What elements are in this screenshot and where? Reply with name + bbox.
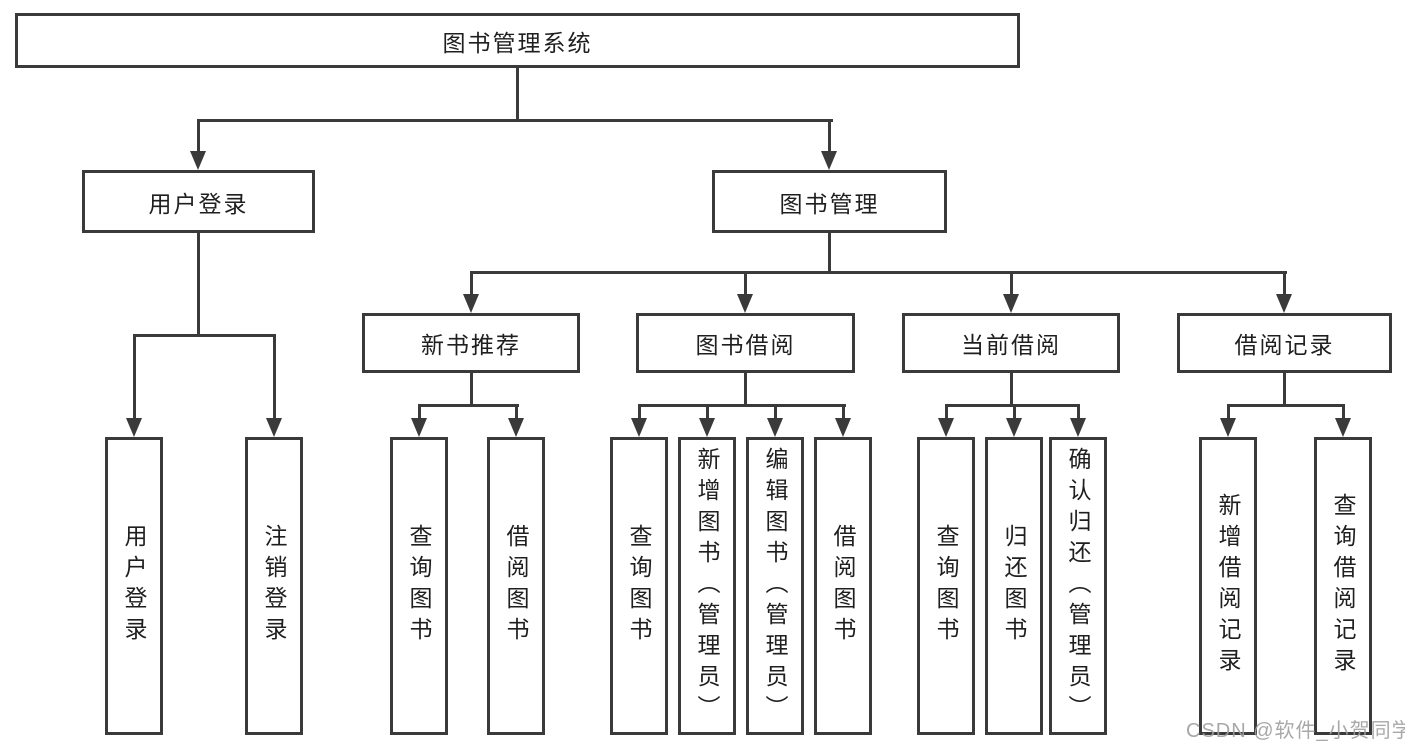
leaf-borrowing-borrow-books: 借阅图书 bbox=[814, 437, 872, 735]
connector-line bbox=[743, 271, 747, 297]
connector-line bbox=[515, 68, 519, 121]
connector-line bbox=[827, 119, 831, 153]
arrow-down-icon bbox=[411, 418, 427, 437]
node-book-management-label: 图书管理 bbox=[779, 190, 880, 217]
connector-line bbox=[827, 233, 831, 274]
node-borrowing-records: 借阅记录 bbox=[1177, 313, 1392, 373]
connector-line bbox=[417, 404, 421, 421]
node-book-borrowing: 图书借阅 bbox=[636, 313, 855, 373]
connector-line bbox=[944, 404, 1080, 407]
connector-line bbox=[196, 119, 200, 153]
connector-line bbox=[1009, 271, 1013, 297]
arrow-down-icon bbox=[1070, 418, 1086, 437]
connector-line bbox=[637, 404, 846, 407]
connector-line bbox=[132, 334, 276, 337]
arrow-down-icon bbox=[938, 418, 954, 437]
arrow-down-icon bbox=[1006, 418, 1022, 437]
arrow-down-icon bbox=[508, 418, 524, 437]
arrow-down-icon bbox=[699, 418, 715, 437]
connector-line bbox=[1282, 373, 1286, 406]
arrow-down-icon bbox=[266, 418, 282, 437]
connector-line bbox=[773, 404, 777, 421]
arrow-down-icon bbox=[821, 151, 837, 170]
arrow-down-icon bbox=[126, 418, 142, 437]
arrow-down-icon bbox=[463, 294, 479, 313]
leaf-logout: 注销登录 bbox=[245, 437, 303, 735]
arrow-down-icon bbox=[1276, 294, 1292, 313]
leaf-recommend-borrow-books: 借阅图书 bbox=[487, 437, 545, 735]
connector-line bbox=[469, 271, 473, 297]
arrow-down-icon bbox=[1003, 294, 1019, 313]
connector-line bbox=[705, 404, 709, 421]
leaf-current-return-books: 归还图书 bbox=[985, 437, 1043, 735]
connector-line bbox=[637, 404, 641, 421]
leaf-records-add-borrow-record: 新增借阅记录 bbox=[1199, 437, 1257, 735]
connector-line bbox=[417, 404, 519, 407]
leaf-user-login: 用户登录 bbox=[105, 437, 163, 735]
watermark: CSDN @软件_小贺同学 bbox=[1186, 720, 1405, 742]
leaf-borrowing-add-books-admin: 新增图书（管理员） bbox=[678, 437, 736, 735]
node-root-label: 图书管理系统 bbox=[442, 29, 593, 56]
node-book-borrowing-label: 图书借阅 bbox=[695, 332, 796, 358]
connector-line bbox=[1226, 404, 1345, 407]
node-user-login-label: 用户登录 bbox=[148, 190, 249, 217]
node-current-borrowing: 当前借阅 bbox=[902, 313, 1120, 373]
arrow-down-icon bbox=[190, 151, 206, 170]
arrow-down-icon bbox=[767, 418, 783, 437]
arrow-down-icon bbox=[835, 418, 851, 437]
arrow-down-icon bbox=[737, 294, 753, 313]
connector-line bbox=[743, 373, 747, 406]
connector-line bbox=[514, 404, 518, 421]
node-current-borrowing-label: 当前借阅 bbox=[961, 332, 1061, 358]
node-new-book-recommend: 新书推荐 bbox=[362, 313, 580, 373]
connector-line bbox=[1012, 404, 1016, 421]
connector-line bbox=[944, 404, 948, 421]
leaf-current-query-books: 查询图书 bbox=[917, 437, 975, 735]
connector-line bbox=[1282, 271, 1286, 297]
connector-line bbox=[1341, 404, 1345, 421]
connector-line bbox=[1226, 404, 1230, 421]
connector-line bbox=[272, 334, 276, 420]
leaf-recommend-query-books: 查询图书 bbox=[390, 437, 448, 735]
connector-line bbox=[469, 271, 1287, 274]
connector-line bbox=[1009, 373, 1013, 406]
leaf-current-confirm-return-admin: 确认归还（管理员） bbox=[1049, 437, 1107, 735]
connector-line bbox=[469, 373, 473, 406]
leaf-borrowing-edit-books-admin: 编辑图书（管理员） bbox=[746, 437, 804, 735]
connector-line bbox=[132, 334, 136, 420]
arrow-down-icon bbox=[1220, 418, 1236, 437]
connector-line bbox=[1076, 404, 1080, 421]
node-user-login: 用户登录 bbox=[82, 170, 315, 233]
leaf-records-query-borrow-record: 查询借阅记录 bbox=[1314, 437, 1372, 735]
node-root: 图书管理系统 bbox=[15, 13, 1020, 68]
arrow-down-icon bbox=[631, 418, 647, 437]
node-book-management: 图书管理 bbox=[712, 170, 947, 233]
node-borrowing-records-label: 借阅记录 bbox=[1234, 332, 1335, 358]
connector-line bbox=[196, 233, 200, 337]
connector-line bbox=[841, 404, 845, 421]
node-new-book-recommend-label: 新书推荐 bbox=[421, 332, 521, 358]
connector-line bbox=[196, 119, 833, 122]
leaf-borrowing-query-books: 查询图书 bbox=[610, 437, 668, 735]
arrow-down-icon bbox=[1335, 418, 1351, 437]
